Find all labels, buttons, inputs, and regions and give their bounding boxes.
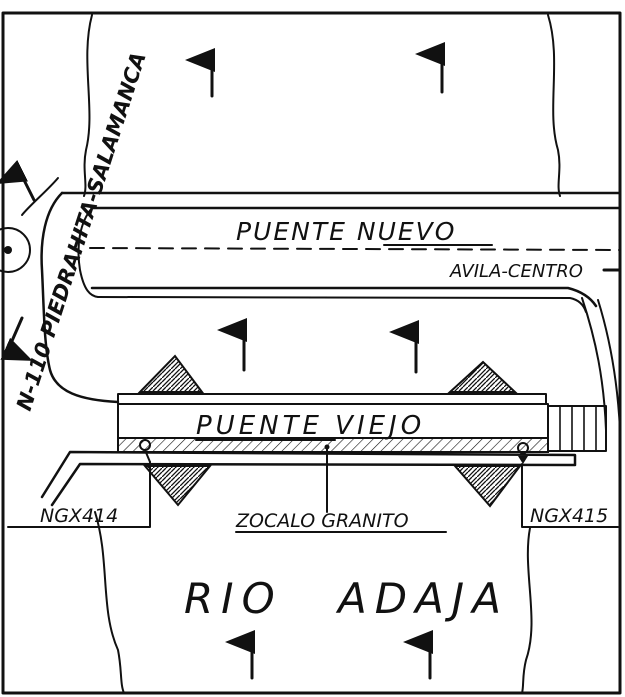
river-name-word1: RIO bbox=[184, 574, 283, 623]
cutwater-left-upper bbox=[137, 354, 204, 393]
new-bridge-centerline bbox=[89, 247, 621, 251]
road-lower-edge-inner bbox=[97, 296, 587, 313]
cutwater-left-lower bbox=[142, 465, 213, 507]
direction-arrow-piedrahita bbox=[0, 316, 33, 361]
n110-road-edge-inner bbox=[77, 207, 99, 298]
river-bank-right-upper bbox=[547, 14, 561, 197]
benchmark-marker-icon bbox=[139, 439, 151, 463]
old-bridge-label: PUENTE VIEJO bbox=[196, 411, 425, 441]
bank-edge-right-mid-2 bbox=[597, 299, 621, 431]
plinth-label: ZOCALO GRANITO bbox=[235, 510, 409, 532]
benchmark-marker-icon bbox=[517, 442, 529, 464]
benchmark-right-label: NGX415 bbox=[530, 505, 608, 527]
river-bank-left-lower bbox=[94, 511, 125, 694]
plinth-leader-dot bbox=[324, 444, 330, 450]
river-bank-right-lower bbox=[521, 527, 533, 694]
river-bank-left-upper bbox=[83, 14, 93, 197]
n110-road-label: N-110 PIEDRAHITA-SALAMANCA bbox=[12, 49, 151, 413]
stair-block bbox=[547, 405, 607, 452]
old-bridge-lower-edge bbox=[40, 450, 577, 507]
old-bridge-deck-top bbox=[117, 393, 547, 405]
avila-centro-label: AVILA-CENTRO bbox=[449, 261, 583, 282]
river-name-word2: ADAJA bbox=[335, 574, 509, 623]
direction-arrow-salamanca bbox=[0, 159, 36, 202]
roundabout-icon bbox=[0, 227, 31, 273]
cutwater-right-upper bbox=[447, 360, 518, 393]
benchmark-box-left bbox=[7, 461, 151, 528]
sheet-frame bbox=[1, 11, 622, 695]
n110-road-edge-outer bbox=[40, 191, 120, 404]
cutwater-right-lower bbox=[452, 465, 522, 508]
new-bridge-label: PUENTE NUEVO bbox=[236, 217, 456, 246]
benchmark-left-label: NGX414 bbox=[40, 505, 118, 527]
n110-road-edge-left bbox=[21, 177, 59, 216]
road-lower-edge bbox=[90, 286, 598, 308]
benchmark-box-right bbox=[521, 463, 619, 528]
